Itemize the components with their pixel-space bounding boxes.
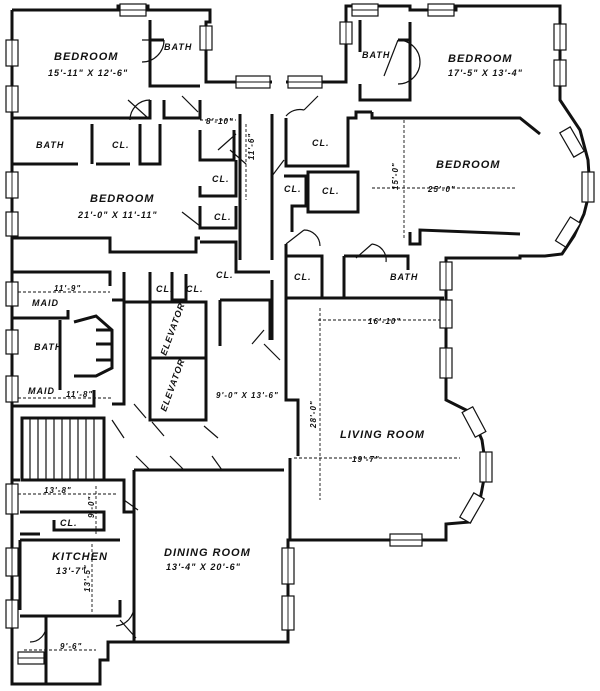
bedroom-nw-size: 15'-11" X 12'-6" [48, 68, 128, 78]
maid-1-width: 11'-9" [54, 284, 81, 293]
closet-e3-label: CL. [322, 186, 340, 196]
closet-w-label: CL. [112, 140, 130, 150]
corridor-v-dim: 11'-6" [247, 133, 256, 160]
maid-1-label: MAID [32, 298, 59, 308]
closet-c1-label: CL. [216, 270, 234, 280]
bedroom-e-width: 25'-0" [427, 185, 456, 194]
interior-walls [12, 20, 541, 684]
closet-mid-label: CL. [212, 174, 230, 184]
closet-k-label: CL. [60, 518, 78, 528]
bedroom-nw-label: BEDROOM [54, 51, 118, 63]
corridor-dim: 8'-10" [206, 117, 234, 126]
bath-w-label: BATH [36, 140, 64, 150]
closet-e4-label: CL. [294, 272, 312, 282]
bath-ne-label: BATH [362, 50, 390, 60]
bedroom-e-label: BEDROOM [436, 159, 500, 171]
maid-2-label: MAID [28, 386, 55, 396]
bedroom-w-label: BEDROOM [90, 193, 154, 205]
pantry-width: 13'-8" [44, 486, 72, 495]
hall-size: 9'-0" X 13'-6" [216, 391, 279, 400]
pantry-height: 9'-0" [87, 496, 96, 518]
bath-maid-label: BATH [34, 342, 62, 352]
living-room-label: LIVING ROOM [340, 429, 425, 441]
bedroom-e-depth: 15'-0" [391, 162, 400, 190]
maid-2-width: 11'-8" [66, 390, 93, 399]
living-room-bay: 19'-7" [352, 455, 380, 464]
elevator-1-label: ELEVATOR [158, 301, 186, 357]
kitchen-size: 13'-7" [56, 566, 86, 576]
windows [5, 3, 595, 665]
dimension-lines [18, 119, 516, 651]
elevator-2-label: ELEVATOR [158, 357, 186, 413]
bedroom-ne-label: BEDROOM [448, 53, 512, 65]
closet-c3-label: CL. [186, 284, 204, 294]
dimension-labels: 8'-10" 11'-6" 11'-9" 11'-8" 13'-8" 9'-0"… [44, 117, 256, 651]
dining-room-size: 13'-4" X 20'-6" [166, 562, 241, 572]
service-dim: 9'-6" [60, 642, 82, 651]
kitchen-height: 13'-5" [83, 564, 92, 592]
bath-nw-label: BATH [164, 42, 192, 52]
living-room-width: 16'-10" [368, 317, 401, 326]
bath-e-label: BATH [390, 272, 418, 282]
closet-c2-label: CL. [156, 284, 174, 294]
staircase [29, 418, 95, 480]
closet-e1-label: CL. [312, 138, 330, 148]
closet-e2-label: CL. [284, 184, 302, 194]
living-room-length: 28'-0" [309, 400, 318, 429]
door-swings [29, 39, 421, 643]
closet-mid2-label: CL. [214, 212, 232, 222]
bedroom-ne-size: 17'-5" X 13'-4" [448, 68, 523, 78]
dining-room-label: DINING ROOM [164, 547, 251, 559]
bedroom-w-size: 21'-0" X 11'-11" [77, 210, 158, 220]
kitchen-label: KITCHEN [52, 551, 108, 563]
